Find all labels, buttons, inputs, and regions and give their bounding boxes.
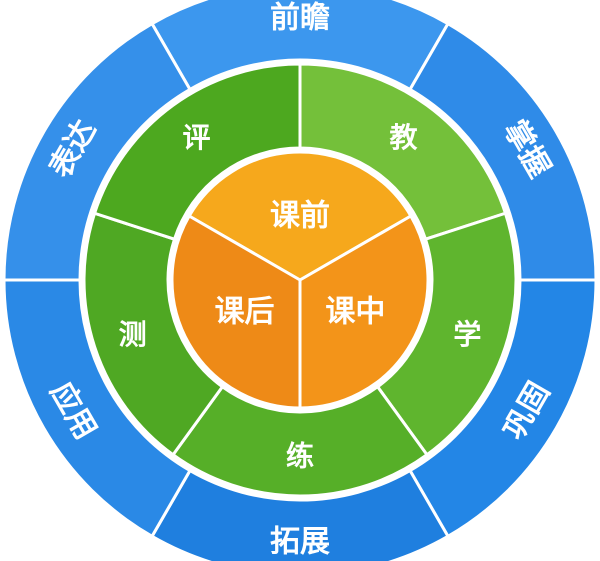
inner-circle-segment (298, 214, 430, 410)
outer-ring-label: 前瞻 (270, 1, 330, 36)
inner-circle-label: 课后 (215, 295, 275, 330)
middle-ring-segment (171, 385, 429, 498)
middle-ring-segment (93, 62, 302, 241)
middle-ring-label: 练 (286, 440, 314, 473)
inner-circle-segment (170, 214, 302, 410)
middle-ring-segment (82, 211, 224, 457)
middle-ring: 教学练 测 评 (82, 62, 518, 498)
middle-ring-label: 评 (183, 121, 211, 154)
outer-ring-segment (2, 22, 192, 282)
middle-ring-label: 测 (119, 318, 147, 351)
middle-ring-segment (376, 211, 518, 457)
middle-ring-label: 学 (453, 318, 481, 351)
middle-ring-segment (298, 62, 507, 241)
outer-ring-label: 拓展 (270, 525, 330, 560)
inner-circle-segment (187, 150, 413, 282)
inner-circle-label: 课中 (325, 295, 385, 330)
inner-circle-label: 课前 (270, 199, 330, 234)
middle-ring-label: 教 (389, 121, 417, 154)
